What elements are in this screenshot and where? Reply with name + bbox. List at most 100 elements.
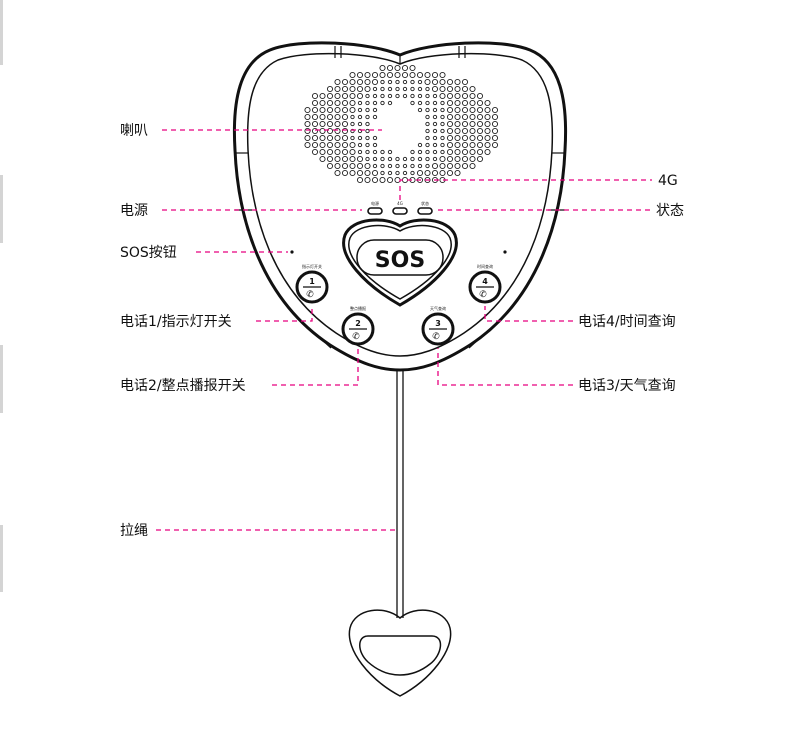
phone-button-1[interactable]: 1 ✆ 指示灯开关 <box>295 263 329 304</box>
speaker-hole <box>394 71 401 79</box>
callout-phone3: 电话3/天气查询 <box>578 378 676 394</box>
speaker-hole <box>432 107 438 113</box>
speaker-hole <box>439 162 446 170</box>
speaker-hole <box>326 134 334 142</box>
speaker-hole <box>371 78 379 86</box>
speaker-hole <box>476 155 484 163</box>
speaker-hole <box>417 100 423 106</box>
speaker-hole <box>402 170 408 176</box>
speaker-hole <box>386 176 394 184</box>
speaker-hole <box>319 99 326 107</box>
speaker-hole <box>372 142 378 148</box>
speaker-hole <box>410 86 415 92</box>
speaker-hole <box>334 99 341 107</box>
speaker-hole <box>364 162 371 170</box>
speaker-hole <box>416 169 424 177</box>
speaker-hole <box>356 169 364 177</box>
speaker-hole <box>304 134 311 142</box>
speaker-hole <box>461 134 469 142</box>
speaker-hole <box>484 134 491 142</box>
speaker-hole <box>491 113 499 121</box>
speaker-hole <box>402 79 408 85</box>
speaker-hole <box>431 85 439 93</box>
phone-button-caption: 天气查询 <box>430 305 446 311</box>
phone-button-number: 2 <box>355 319 361 328</box>
speaker-hole <box>469 113 476 121</box>
speaker-hole <box>349 71 356 79</box>
speaker-hole <box>431 78 439 86</box>
speaker-hole <box>446 78 454 86</box>
speaker-hole <box>425 100 430 106</box>
speaker-hole <box>461 120 469 128</box>
callout-4g: 4G <box>658 173 678 189</box>
speaker-hole <box>440 149 445 155</box>
speaker-hole <box>326 113 334 121</box>
speaker-hole <box>364 85 371 93</box>
speaker-hole <box>326 162 334 170</box>
phone-button-2[interactable]: 2 ✆ 整点播报 <box>341 305 375 346</box>
page-edge-marker <box>0 0 3 65</box>
sos-button[interactable] <box>342 218 458 307</box>
speaker-hole <box>461 162 469 170</box>
speaker-hole <box>365 135 370 141</box>
speaker-hole <box>484 113 491 121</box>
speaker-hole <box>349 85 356 93</box>
speaker-hole <box>431 162 439 170</box>
speaker-hole <box>410 163 415 169</box>
speaker-grille <box>304 64 499 184</box>
speaker-hole <box>365 114 370 120</box>
speaker-hole <box>410 170 415 176</box>
speaker-hole <box>371 71 379 79</box>
speaker-hole <box>431 169 439 177</box>
speaker-hole <box>365 142 370 148</box>
phone-button-4[interactable]: 4 ✆ 时间查询 <box>468 263 502 304</box>
speaker-hole <box>469 85 476 93</box>
speaker-hole <box>432 121 438 127</box>
speaker-hole <box>440 100 445 106</box>
speaker-hole <box>454 134 461 142</box>
speaker-hole <box>461 141 469 149</box>
speaker-hole <box>334 141 341 149</box>
speaker-hole <box>311 148 319 156</box>
speaker-hole <box>461 92 469 100</box>
speaker-hole <box>469 155 476 163</box>
speaker-hole <box>319 155 326 163</box>
speaker-hole <box>356 92 364 100</box>
speaker-hole <box>311 113 319 121</box>
speaker-hole <box>326 155 334 163</box>
speaker-hole <box>417 156 423 162</box>
speaker-hole <box>454 78 461 86</box>
speaker-hole <box>454 148 461 156</box>
phone-button-3[interactable]: 3 ✆ 天气查询 <box>421 305 455 346</box>
speaker-hole <box>357 142 363 148</box>
speaker-hole <box>334 113 341 121</box>
led-label-4g: 4G <box>397 201 403 206</box>
speaker-hole <box>402 86 408 92</box>
speaker-hole <box>432 114 438 120</box>
speaker-hole <box>386 71 394 79</box>
speaker-hole <box>416 71 424 79</box>
speaker-hole <box>409 64 416 72</box>
speaker-hole <box>446 155 454 163</box>
speaker-hole <box>425 86 430 92</box>
speaker-hole <box>341 92 349 100</box>
speaker-hole <box>357 107 363 113</box>
page-edge-marker <box>0 345 3 413</box>
speaker-hole <box>454 120 461 128</box>
speaker-hole <box>469 92 476 100</box>
speaker-hole <box>491 134 499 142</box>
phone-icon: ✆ <box>306 290 314 300</box>
speaker-hole <box>380 100 385 106</box>
speaker-hole <box>454 141 461 149</box>
pull-ring[interactable] <box>348 609 452 697</box>
speaker-hole <box>341 106 349 114</box>
pull-cord[interactable] <box>348 370 452 697</box>
led-label-status: 状态 <box>421 200 429 206</box>
speaker-hole <box>476 134 484 142</box>
speaker-hole <box>387 86 393 92</box>
speaker-hole <box>356 155 364 163</box>
speaker-hole <box>341 155 349 163</box>
speaker-hole <box>379 176 386 184</box>
speaker-hole <box>334 92 341 100</box>
speaker-hole <box>454 92 461 100</box>
